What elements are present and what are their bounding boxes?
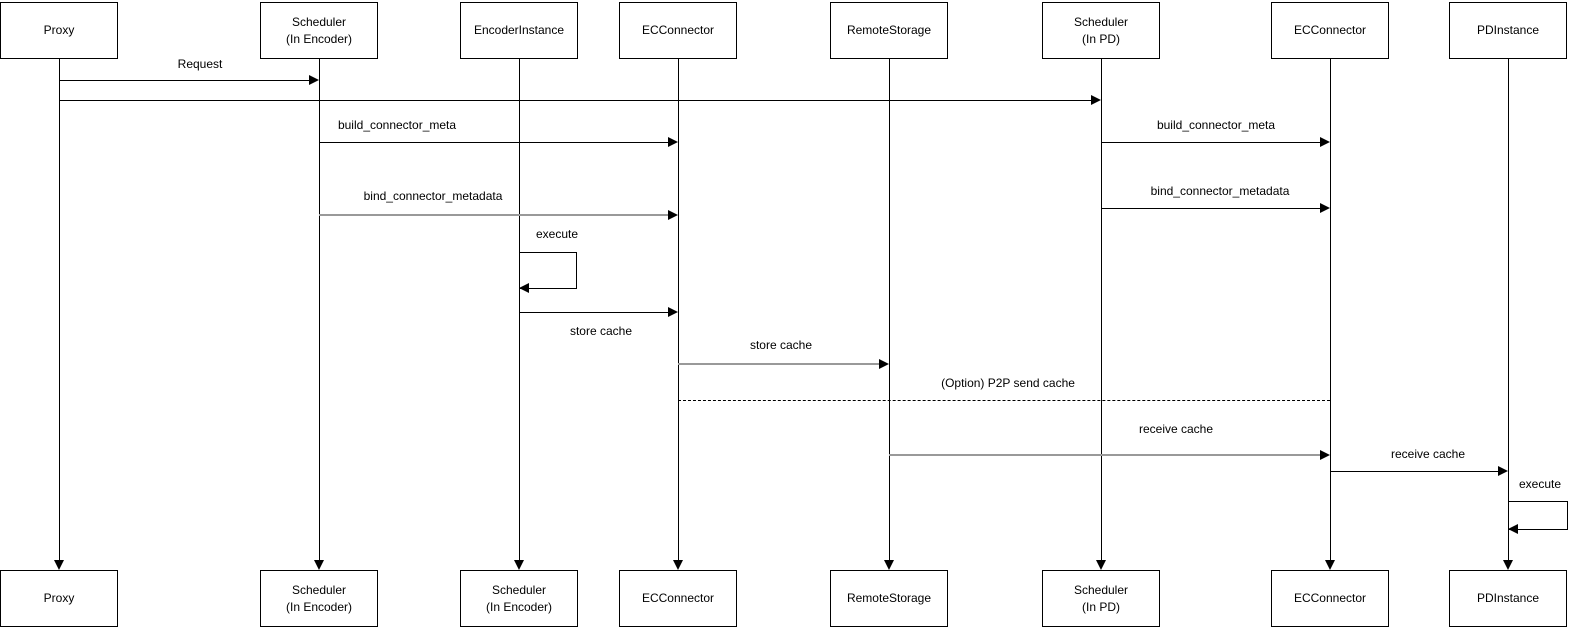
lifeline-scheduler-in-encoder [319,59,320,560]
self-loop-line [519,252,577,289]
message-line [519,312,668,313]
message-line [678,363,879,365]
participant-bottom-scheduler-in-pd: Scheduler (In PD) [1042,570,1160,627]
arrowhead-right-icon [1320,203,1330,213]
lifeline-end-arrow-icon [673,560,683,570]
message-label: build_connector_meta [1154,118,1278,132]
message-label: receive cache [1388,447,1468,461]
message-label: build_connector_meta [335,118,459,132]
lifeline-end-arrow-icon [1096,560,1106,570]
message-line [59,100,1091,101]
participant-top-pd-instance: PDInstance [1449,2,1567,59]
message-label: execute [1516,477,1564,491]
message-label: store cache [747,338,815,352]
message-line [59,80,309,81]
lifeline-ec-connector-pd [1330,59,1331,560]
participant-top-remote-storage: RemoteStorage [830,2,948,59]
message-line-dashed [678,400,1330,401]
lifeline-encoder-instance [519,59,520,560]
participant-top-encoder-instance: EncoderInstance [460,2,578,59]
participant-bottom-remote-storage: RemoteStorage [830,570,948,627]
arrowhead-left-icon [1508,524,1518,534]
participant-bottom-scheduler-in-encoder-2: Scheduler (In Encoder) [460,570,578,627]
lifeline-pd-instance [1508,59,1509,560]
participant-top-proxy: Proxy [0,2,118,59]
arrowhead-right-icon [1320,450,1330,460]
lifeline-end-arrow-icon [884,560,894,570]
arrowhead-right-icon [1320,137,1330,147]
participant-bottom-scheduler-in-encoder: Scheduler (In Encoder) [260,570,378,627]
message-line [319,142,668,143]
lifeline-end-arrow-icon [514,560,524,570]
message-label: execute [533,227,581,241]
participant-top-ec-connector-pd: ECConnector [1271,2,1389,59]
message-line [1101,208,1320,209]
arrowhead-right-icon [668,137,678,147]
participant-bottom-pd-instance: PDInstance [1449,570,1567,627]
participant-top-scheduler-in-encoder: Scheduler (In Encoder) [260,2,378,59]
lifeline-end-arrow-icon [1325,560,1335,570]
message-label: bind_connector_metadata [361,189,505,203]
participant-bottom-ec-connector-pd: ECConnector [1271,570,1389,627]
participant-top-ec-connector: ECConnector [619,2,737,59]
lifeline-remote-storage [889,59,890,560]
message-label: receive cache [1136,422,1216,436]
lifeline-proxy [59,59,60,560]
message-label: (Option) P2P send cache [939,376,1077,390]
arrowhead-right-icon [1091,95,1101,105]
participant-bottom-ec-connector: ECConnector [619,570,737,627]
lifeline-ec-connector [678,59,679,560]
arrowhead-right-icon [668,307,678,317]
message-line [1101,142,1320,143]
participant-top-scheduler-in-pd: Scheduler (In PD) [1042,2,1160,59]
message-label: bind_connector_metadata [1148,184,1292,198]
arrowhead-right-icon [668,210,678,220]
lifeline-end-arrow-icon [314,560,324,570]
arrowhead-right-icon [879,359,889,369]
message-line [889,454,1320,456]
message-line [1330,471,1498,472]
lifeline-end-arrow-icon [54,560,64,570]
lifeline-end-arrow-icon [1503,560,1513,570]
arrowhead-left-icon [519,283,529,293]
participant-bottom-proxy: Proxy [0,570,118,627]
message-label: store cache [567,324,635,338]
message-label: Request [175,57,225,71]
message-line [319,214,668,216]
arrowhead-right-icon [309,75,319,85]
self-loop-line [1508,501,1568,530]
arrowhead-right-icon [1498,466,1508,476]
lifeline-scheduler-in-pd [1101,59,1102,560]
